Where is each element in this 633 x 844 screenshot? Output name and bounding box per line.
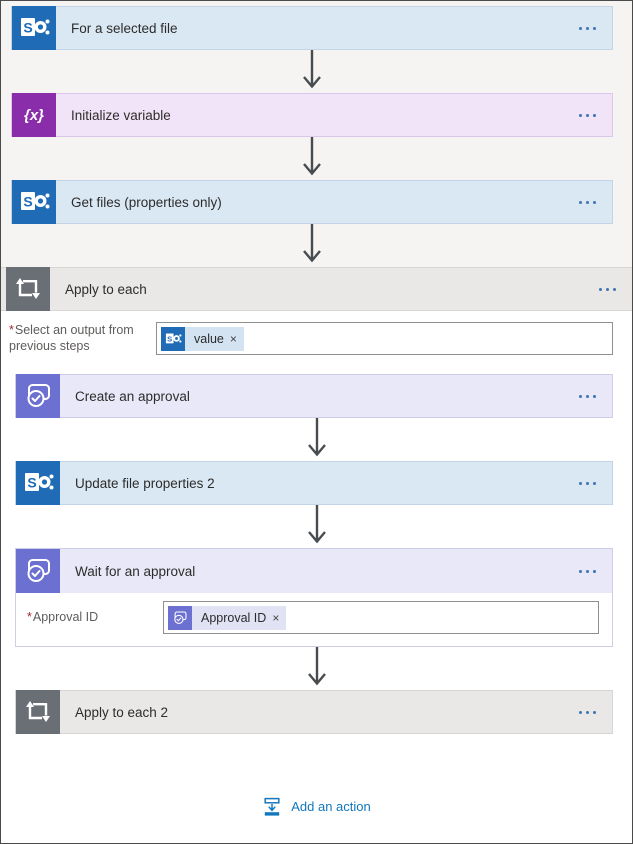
connector-arrow-icon [11, 224, 613, 267]
approval-id-field-row: *Approval ID Approval ID × [16, 601, 612, 634]
loop-icon [6, 267, 50, 311]
action-card-initialize-variable[interactable]: {x} Initialize variable [11, 93, 613, 137]
connector-arrow-icon [1, 505, 632, 548]
select-output-input[interactable]: value × [156, 322, 613, 355]
sharepoint-icon [12, 6, 56, 50]
card-title: Apply to each 2 [75, 704, 169, 720]
apply-to-each-header[interactable]: Apply to each [1, 267, 632, 311]
approval-id-input[interactable]: Approval ID × [163, 601, 599, 634]
wait-approval-header[interactable]: Wait for an approval [16, 549, 612, 593]
value-token-chip[interactable]: value × [161, 326, 244, 351]
card-title: Create an approval [75, 388, 190, 404]
card-title: Initialize variable [71, 107, 171, 123]
card-title: Update file properties 2 [75, 475, 215, 491]
top-actions-zone: For a selected file {x} Initialize varia… [1, 1, 632, 267]
sharepoint-icon [161, 326, 185, 351]
card-title: Wait for an approval [75, 563, 196, 579]
more-options-button[interactable] [579, 710, 612, 714]
card-title: Get files (properties only) [71, 194, 222, 210]
loop-icon [16, 690, 60, 734]
apply-to-each-scope: Apply to each *Select an output from pre… [1, 267, 632, 843]
card-title: For a selected file [71, 20, 178, 36]
scope-title: Apply to each [65, 281, 147, 297]
connector-arrow-icon [11, 137, 613, 180]
approvals-icon [168, 605, 192, 630]
more-options-button[interactable] [599, 287, 632, 291]
sharepoint-icon [12, 180, 56, 224]
token-label: value [194, 331, 224, 346]
select-output-field-row: *Select an output from previous steps va… [9, 322, 613, 355]
required-marker: * [27, 609, 32, 624]
trigger-card-for-a-selected-file[interactable]: For a selected file [11, 6, 613, 50]
action-card-wait-for-an-approval[interactable]: Wait for an approval *Approval ID [15, 548, 613, 647]
more-options-button[interactable] [579, 569, 612, 573]
add-action-icon [262, 796, 282, 816]
action-card-create-an-approval[interactable]: Create an approval [15, 374, 613, 418]
action-card-get-files[interactable]: Get files (properties only) [11, 180, 613, 224]
more-options-button[interactable] [579, 26, 612, 30]
approval-id-label: *Approval ID [27, 609, 99, 624]
action-card-update-file-properties-2[interactable]: Update file properties 2 [15, 461, 613, 505]
action-card-apply-to-each-2[interactable]: Apply to each 2 [15, 690, 613, 734]
close-icon[interactable]: × [229, 331, 237, 346]
connector-arrow-icon [11, 50, 613, 93]
add-an-action-button[interactable]: Add an action [1, 796, 632, 816]
more-options-button[interactable] [579, 200, 612, 204]
approval-id-token-chip[interactable]: Approval ID × [168, 605, 287, 630]
more-options-button[interactable] [579, 481, 612, 485]
sharepoint-icon [16, 461, 60, 505]
required-marker: * [9, 322, 14, 337]
more-options-button[interactable] [579, 394, 612, 398]
variable-icon: {x} [12, 93, 56, 137]
more-options-button[interactable] [579, 113, 612, 117]
connector-arrow-icon [1, 647, 632, 690]
close-icon[interactable]: × [272, 610, 280, 625]
approvals-icon [16, 374, 60, 418]
token-label: Approval ID [201, 610, 267, 625]
select-output-label: *Select an output from previous steps [9, 322, 134, 353]
approvals-icon [16, 549, 60, 593]
wait-approval-parameters: *Approval ID Approval ID × [16, 593, 612, 646]
add-action-label: Add an action [291, 798, 371, 814]
apply-to-each-body: *Select an output from previous steps va… [1, 311, 632, 843]
connector-arrow-icon [1, 418, 632, 461]
